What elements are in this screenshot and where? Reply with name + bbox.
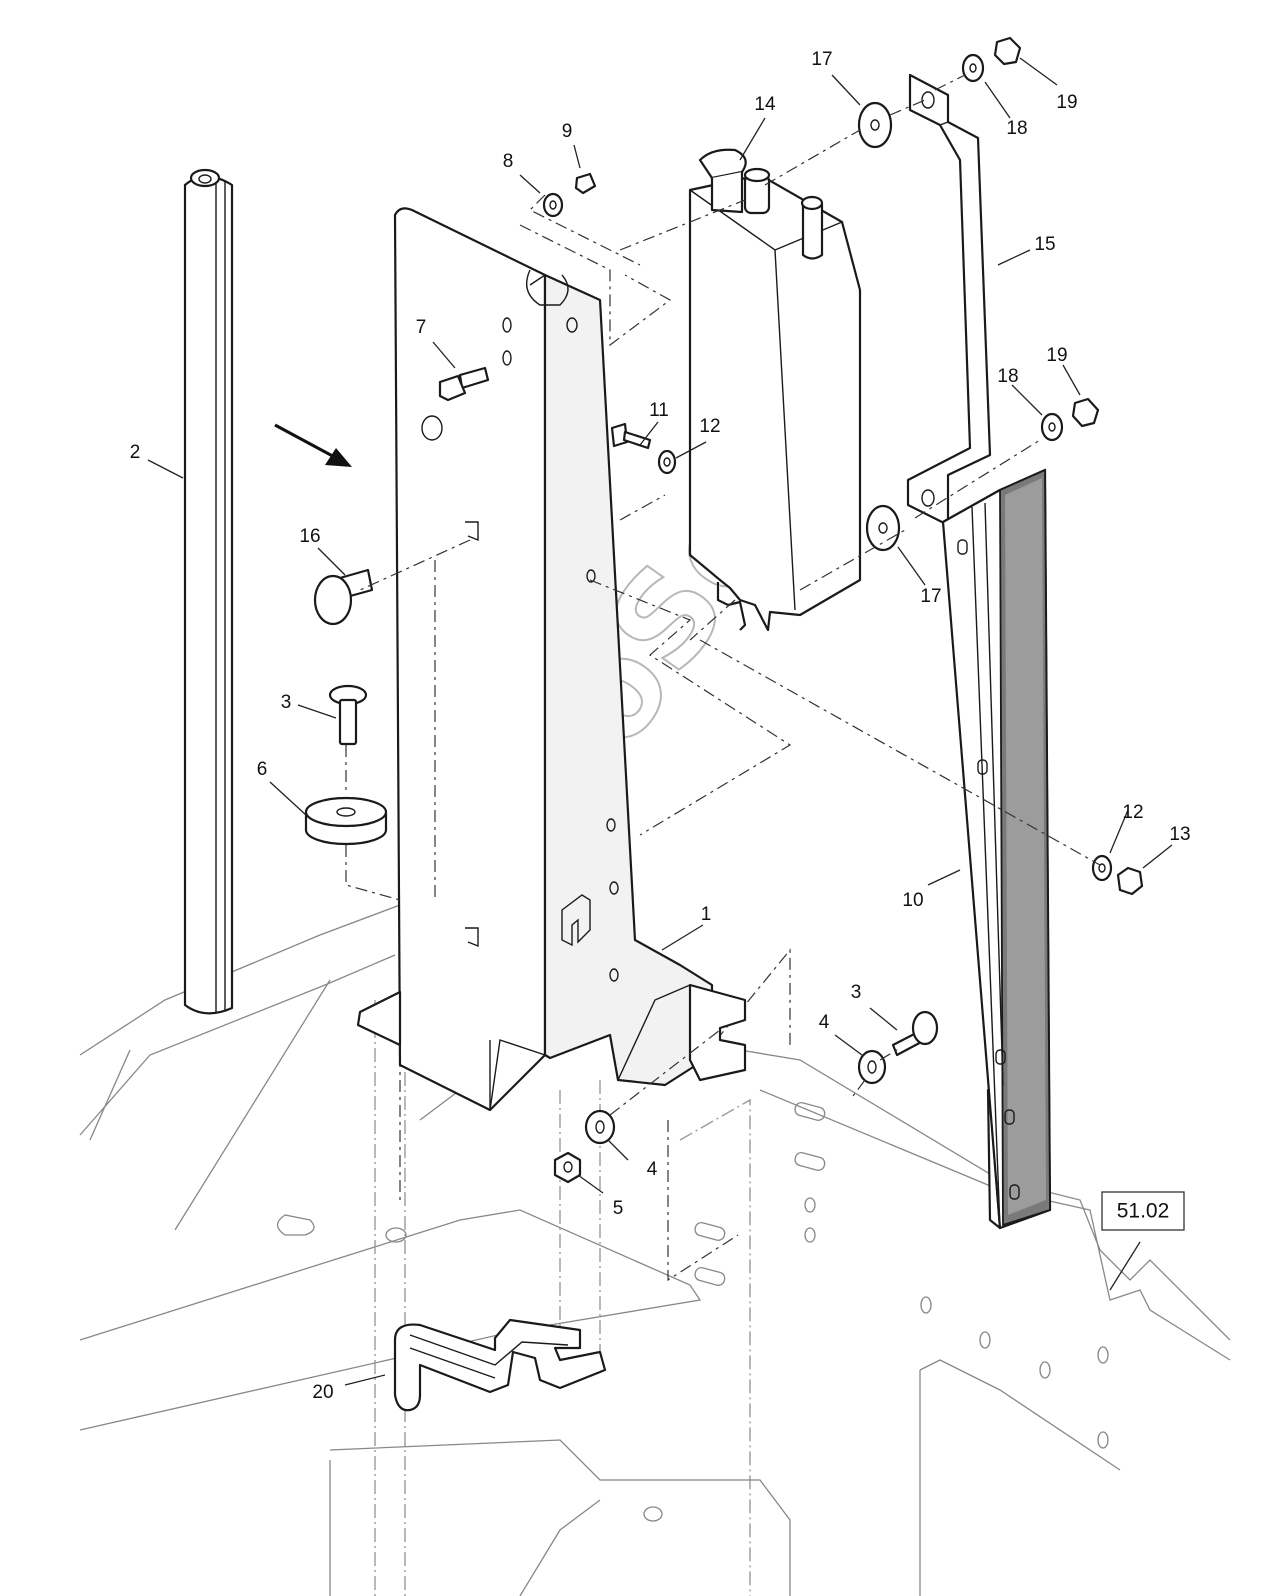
- callout-13: 13: [1169, 824, 1190, 845]
- callout-15: 15: [1034, 234, 1055, 255]
- callout-4-lower: 4: [647, 1159, 658, 1180]
- part-18-washer-lower: [1040, 412, 1064, 442]
- callout-5: 5: [613, 1198, 624, 1219]
- part-7-bolt: [438, 366, 490, 402]
- part-15-strap: [906, 73, 992, 527]
- callout-11: 11: [649, 400, 669, 421]
- part-1-bracket: [356, 207, 747, 1112]
- part-3-screw-right: [891, 1010, 939, 1057]
- callout-1: 1: [701, 904, 712, 925]
- callout-6: 6: [257, 759, 268, 780]
- part-5-nut: [553, 1151, 582, 1184]
- part-16-plug: [313, 568, 374, 626]
- part-11-screw: [610, 422, 652, 450]
- part-19-nut-lower: [1071, 397, 1100, 428]
- part-13-nut: [1116, 866, 1144, 896]
- callout-3-left: 3: [281, 692, 292, 713]
- part-17-washer-upper: [857, 101, 893, 149]
- part-17-washer-lower: [865, 504, 901, 552]
- part-4-washer-lower: [584, 1109, 616, 1145]
- callout-8: 8: [503, 151, 514, 172]
- callout-20: 20: [312, 1382, 333, 1403]
- part-3-screw-left: [328, 684, 368, 746]
- callout-17-upper: 17: [811, 49, 832, 70]
- callout-18-upper: 18: [1006, 118, 1027, 139]
- assembly-lines: [345, 74, 1101, 1116]
- part-14-reservoir: [688, 148, 862, 632]
- callout-9: 9: [562, 121, 573, 142]
- part-18-washer-upper: [961, 53, 985, 83]
- callout-19-upper: 19: [1056, 92, 1077, 113]
- callout-4-right: 4: [819, 1012, 830, 1033]
- callout-12-upper: 12: [699, 416, 720, 437]
- callout-17-lower: 17: [920, 586, 941, 607]
- leader-lines: [147, 57, 1173, 1386]
- callout-19-lower: 19: [1046, 345, 1067, 366]
- callout-12-lower: 12: [1122, 802, 1143, 823]
- part-4-washer-right: [857, 1049, 887, 1085]
- part-9-nut: [574, 172, 597, 195]
- callout-labels: 1 2 3 3 4 4 5 6 7 8 9 10 11 12 12 13 14 …: [130, 49, 1191, 1403]
- part-8-washer: [542, 192, 564, 218]
- callout-16: 16: [299, 526, 320, 547]
- part-10-brush-strip: [941, 468, 1052, 1230]
- part-19-nut-upper: [993, 36, 1022, 66]
- callout-7: 7: [416, 317, 427, 338]
- reference-box: 51.02: [1101, 1191, 1185, 1231]
- part-6-spacer: [304, 796, 388, 846]
- part-2-rod: [183, 168, 234, 1015]
- callout-18-lower: 18: [997, 366, 1018, 387]
- direction-arrow-icon: [274, 423, 352, 467]
- svg-text:51.02: 51.02: [1117, 1200, 1170, 1223]
- part-12-washer-lower: [1091, 854, 1113, 882]
- callout-14: 14: [754, 94, 776, 115]
- callout-10: 10: [902, 890, 923, 911]
- part-20-clip: [393, 1318, 607, 1412]
- callout-2: 2: [130, 442, 141, 463]
- callout-3-right: 3: [851, 982, 862, 1003]
- part-12-washer-upper: [657, 449, 677, 475]
